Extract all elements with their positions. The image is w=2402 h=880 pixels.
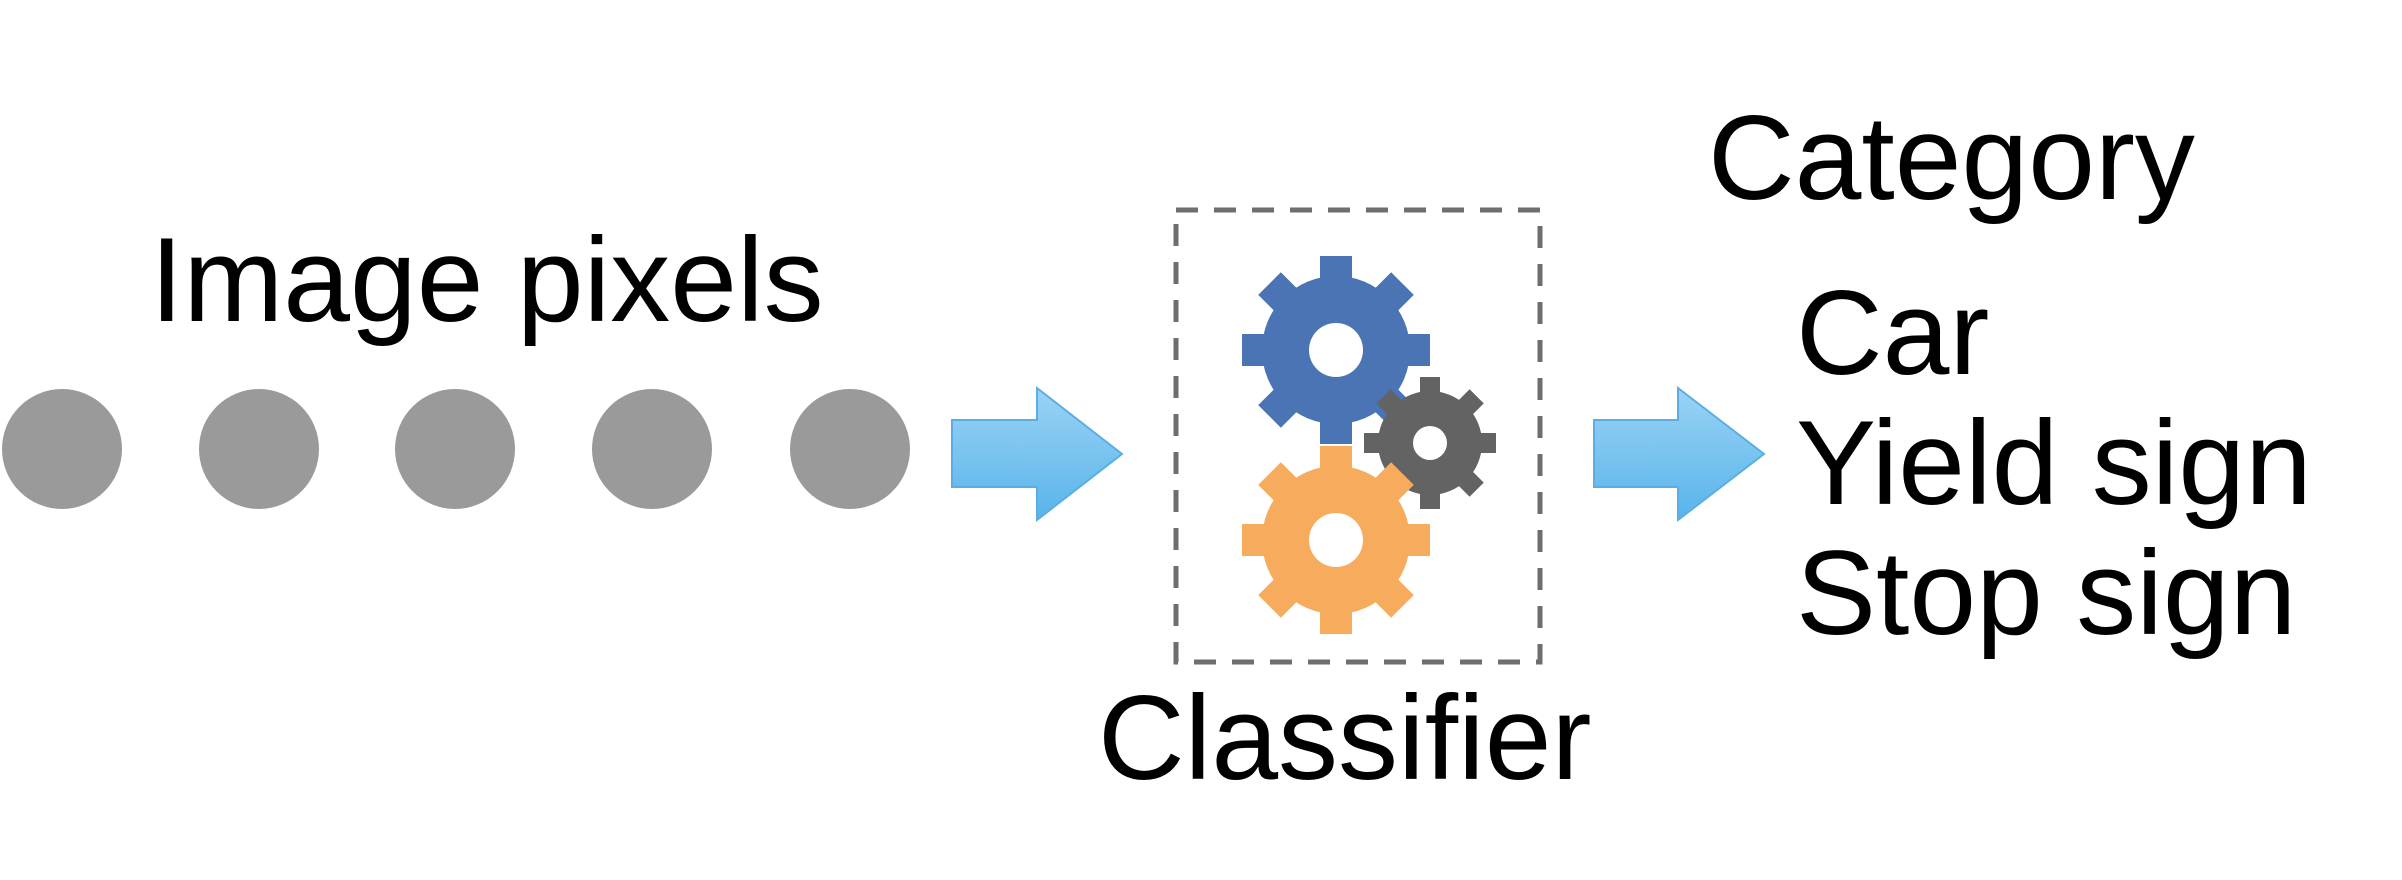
pixel-dot-icon xyxy=(592,389,712,509)
category-title: Category xyxy=(1708,91,2195,225)
pixel-dot-icon xyxy=(395,389,515,509)
input-label: Image pixels xyxy=(150,213,824,347)
input-pixels xyxy=(2,389,910,509)
pixel-dot-icon xyxy=(199,389,319,509)
category-list: Car Yield sign Stop sign xyxy=(1796,268,2312,658)
category-item: Yield sign xyxy=(1796,396,2312,530)
pixel-dot-icon xyxy=(2,389,122,509)
arrow-right-icon xyxy=(951,385,1124,523)
gear-icon xyxy=(1242,256,1430,444)
category-item: Car xyxy=(1796,266,1990,400)
gear-icon xyxy=(1364,377,1496,509)
pixel-dot-icon xyxy=(790,389,910,509)
arrow-right-icon xyxy=(1593,385,1766,523)
classifier-label: Classifier xyxy=(1098,671,1592,805)
gear-icon xyxy=(1242,446,1430,634)
category-item: Stop sign xyxy=(1796,526,2297,660)
classifier-box xyxy=(1173,207,1543,665)
